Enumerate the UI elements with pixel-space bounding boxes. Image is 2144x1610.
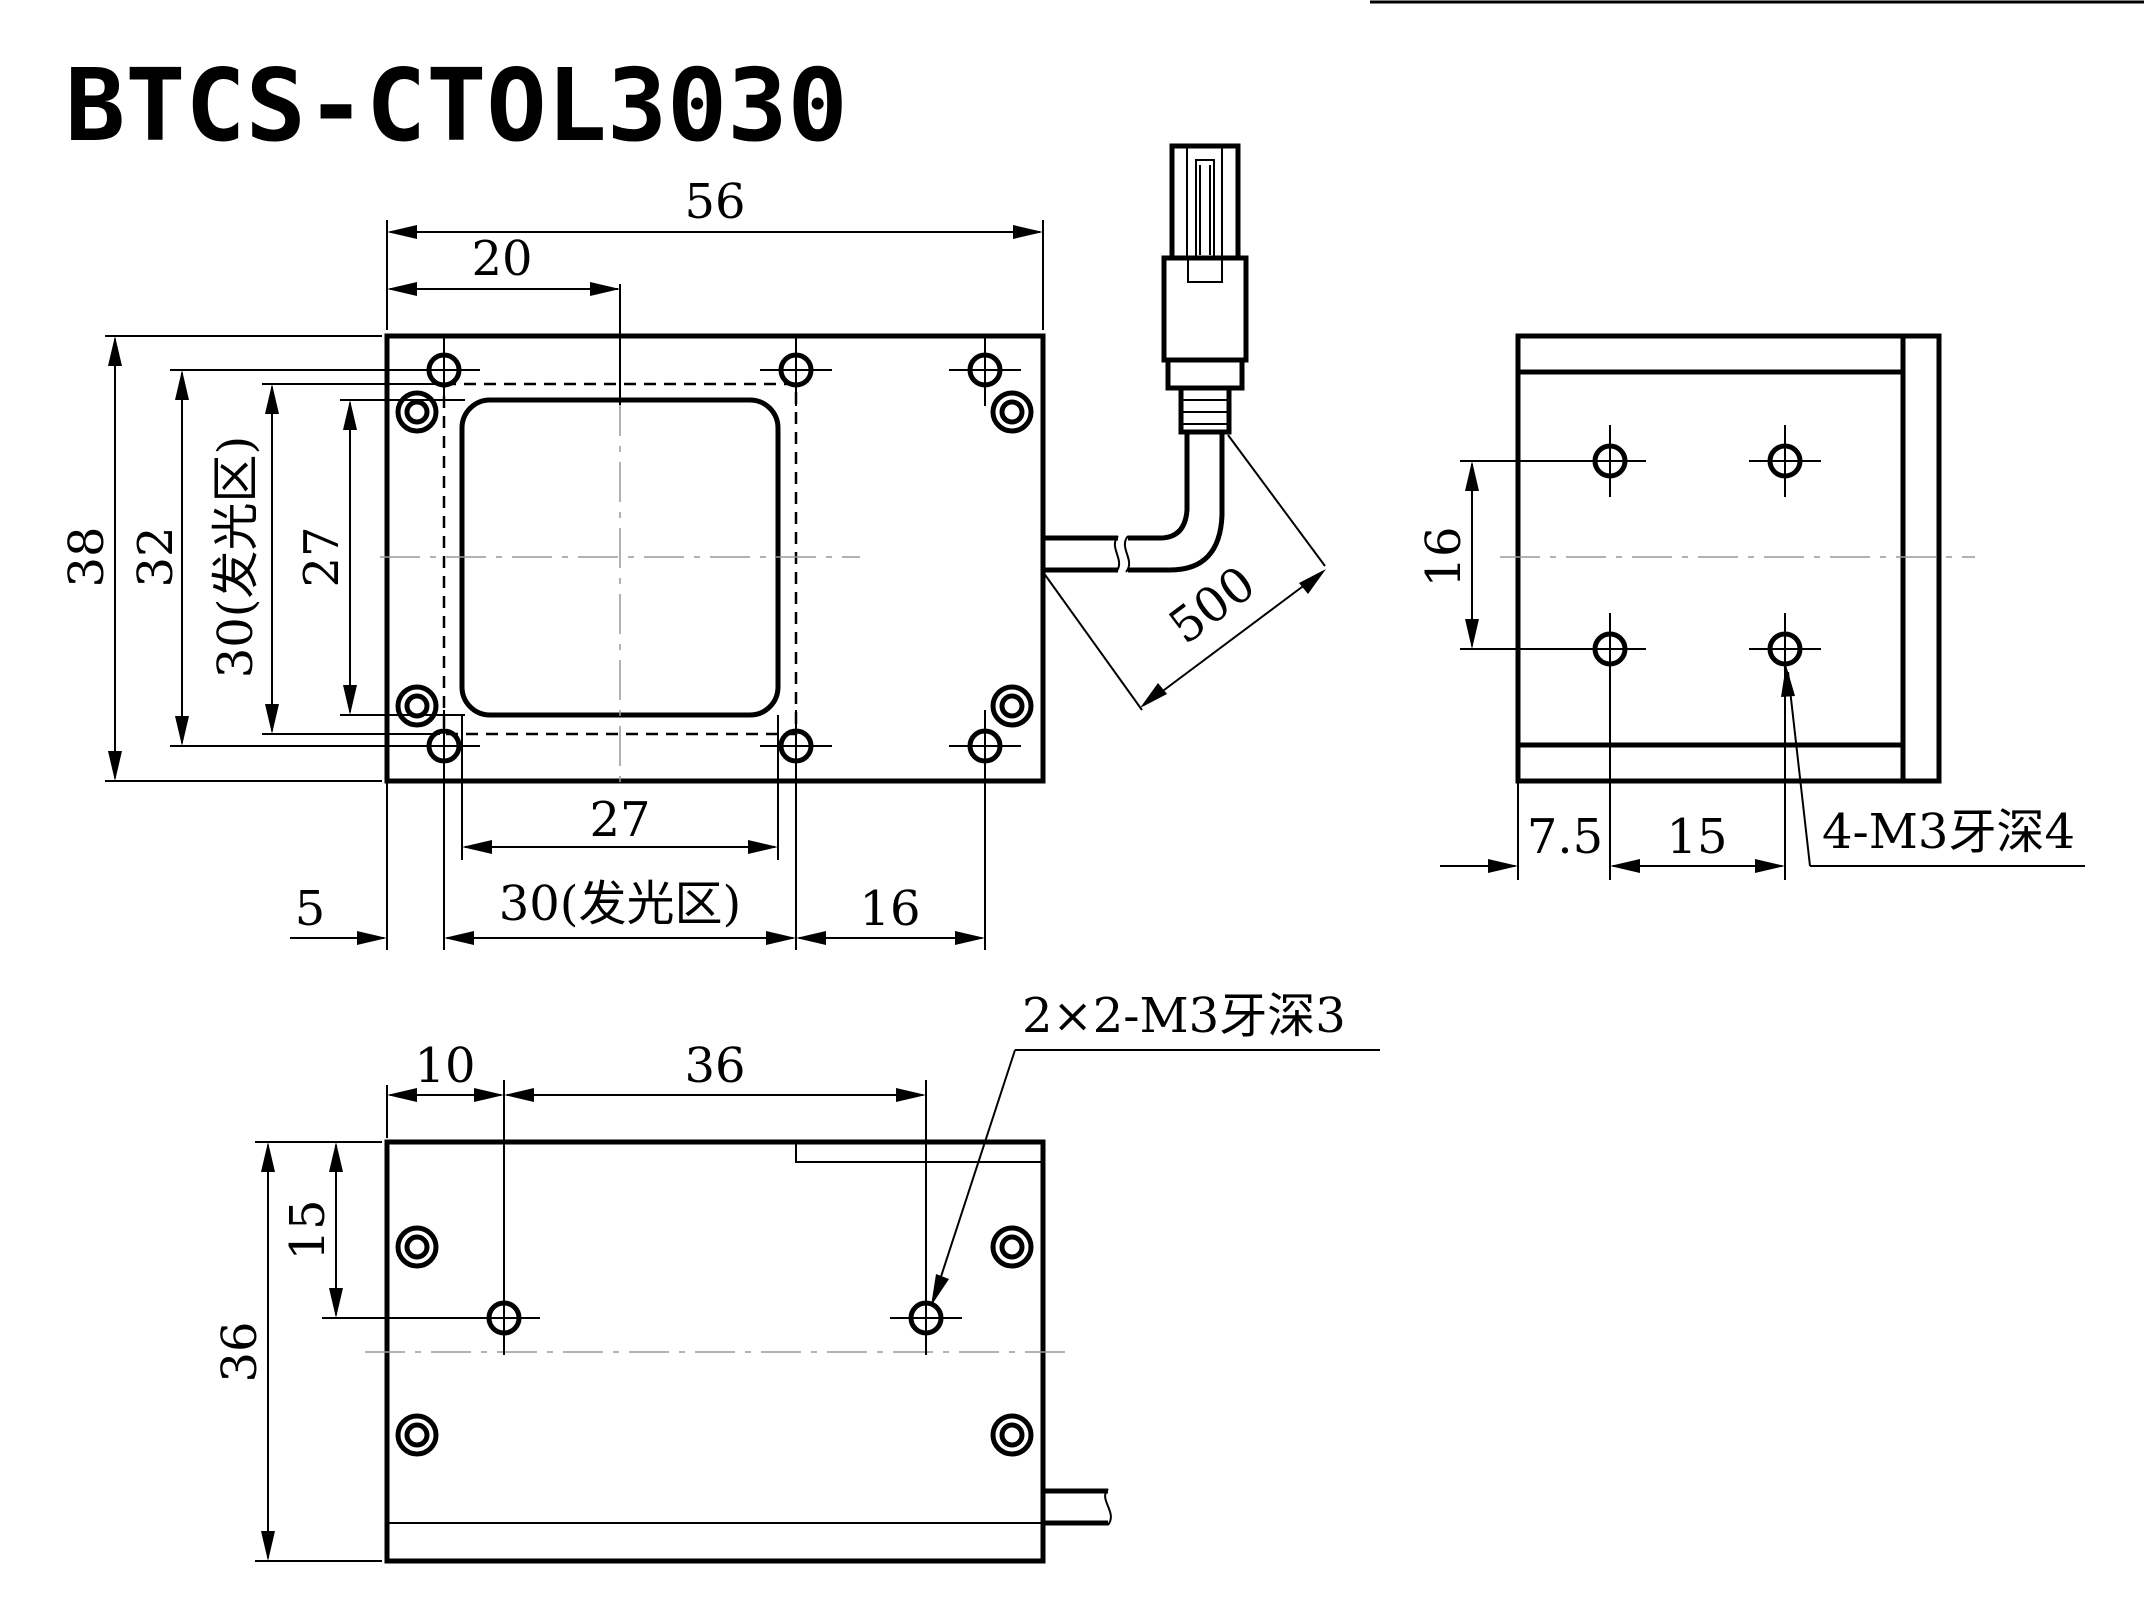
- side-thread-note: 4-M3牙深4: [1822, 804, 2075, 860]
- dim-bottom-depth-36: 36: [212, 1321, 268, 1382]
- dim-bottom-hole-height-15: 15: [280, 1199, 336, 1260]
- emitting-area-dashed: [442, 382, 798, 736]
- hole-large-icon: [993, 687, 1031, 725]
- cable-connector: [1043, 143, 1249, 573]
- dim-side-hole-pitch-15: 15: [1666, 809, 1727, 865]
- dim-width-56: 56: [684, 174, 745, 230]
- side-view: 16 7.5 15 4-M3牙深4: [1416, 333, 2085, 880]
- dim-window-height-27: 27: [294, 526, 350, 587]
- dim-window-width-27: 27: [589, 792, 650, 848]
- hole-small-icon: [760, 334, 832, 406]
- dim-bottom-hole-pitch-36: 36: [684, 1038, 745, 1094]
- dim-side-edge-7-5: 7.5: [1527, 809, 1603, 865]
- dim-emitting-width: 30(发光区): [499, 876, 742, 932]
- dim-right-pitch-16: 16: [859, 881, 920, 937]
- front-view: 56 20 38 32 30(发光区) 27: [59, 143, 1326, 950]
- hole-small-icon: [1749, 425, 1821, 497]
- hole-large-icon: [398, 393, 436, 431]
- dim-height-38: 38: [59, 526, 115, 587]
- hole-large-icon: [993, 1416, 1031, 1454]
- dim-offset-20: 20: [471, 231, 532, 287]
- hole-large-icon: [398, 1228, 436, 1266]
- dim-hole-pitch-32: 32: [128, 526, 184, 587]
- hole-large-icon: [398, 1416, 436, 1454]
- dim-emitting-height: 30(发光区): [208, 436, 264, 679]
- hole-large-icon: [993, 393, 1031, 431]
- bottom-view: 10 36 15 36 2×2-M3牙深3: [212, 988, 1380, 1564]
- dim-side-hole-pitch-16: 16: [1416, 526, 1472, 587]
- front-body-outline: [384, 333, 1046, 784]
- drawing-title: BTCS-CTOL3030: [65, 47, 848, 164]
- hole-small-icon: [1574, 425, 1646, 497]
- dim-bottom-edge-10: 10: [414, 1038, 475, 1094]
- side-body-outline: [1515, 333, 1942, 784]
- dim-edge-offset-5: 5: [295, 881, 326, 937]
- bottom-thread-note: 2×2-M3牙深3: [1022, 988, 1346, 1044]
- hole-large-icon: [993, 1228, 1031, 1266]
- hole-large-icon: [398, 687, 436, 725]
